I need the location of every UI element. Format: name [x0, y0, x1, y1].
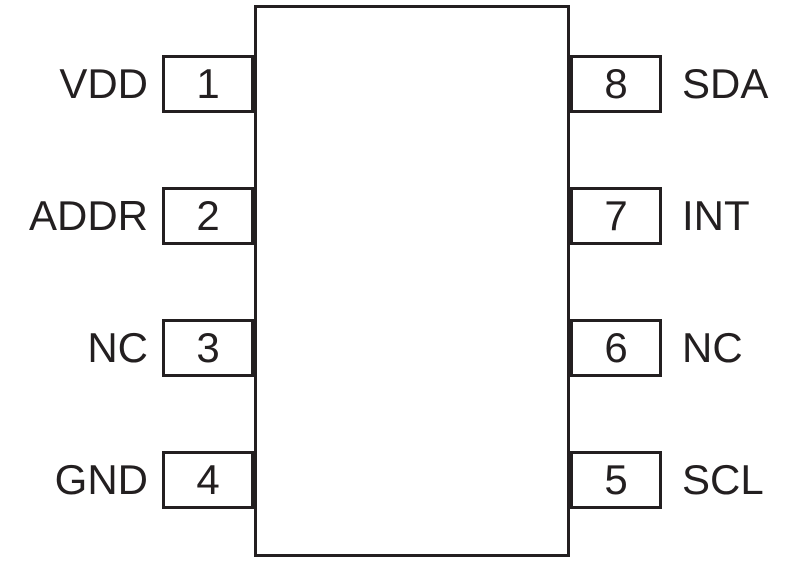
pin-1-label: VDD	[59, 60, 148, 107]
pin-3-box: 3	[162, 319, 254, 377]
pin-8-label: SDA	[682, 60, 769, 107]
chip-body	[254, 5, 570, 557]
pin-5-label: SCL	[682, 456, 764, 503]
pin-2-box: 2	[162, 187, 254, 245]
pin-2-label: ADDR	[28, 192, 148, 239]
pin-4-label: GND	[54, 456, 148, 503]
pin-6-label: NC	[682, 324, 743, 371]
pin-4-box: 4	[162, 451, 254, 509]
pin-6-box: 6	[570, 319, 662, 377]
pin-3-label: NC	[87, 324, 148, 371]
pin-7-label: INT	[682, 192, 750, 239]
pin-7-box: 7	[570, 187, 662, 245]
pin-5-box: 5	[570, 451, 662, 509]
pin-1-box: 1	[162, 55, 254, 113]
pin-8-box: 8	[570, 55, 662, 113]
